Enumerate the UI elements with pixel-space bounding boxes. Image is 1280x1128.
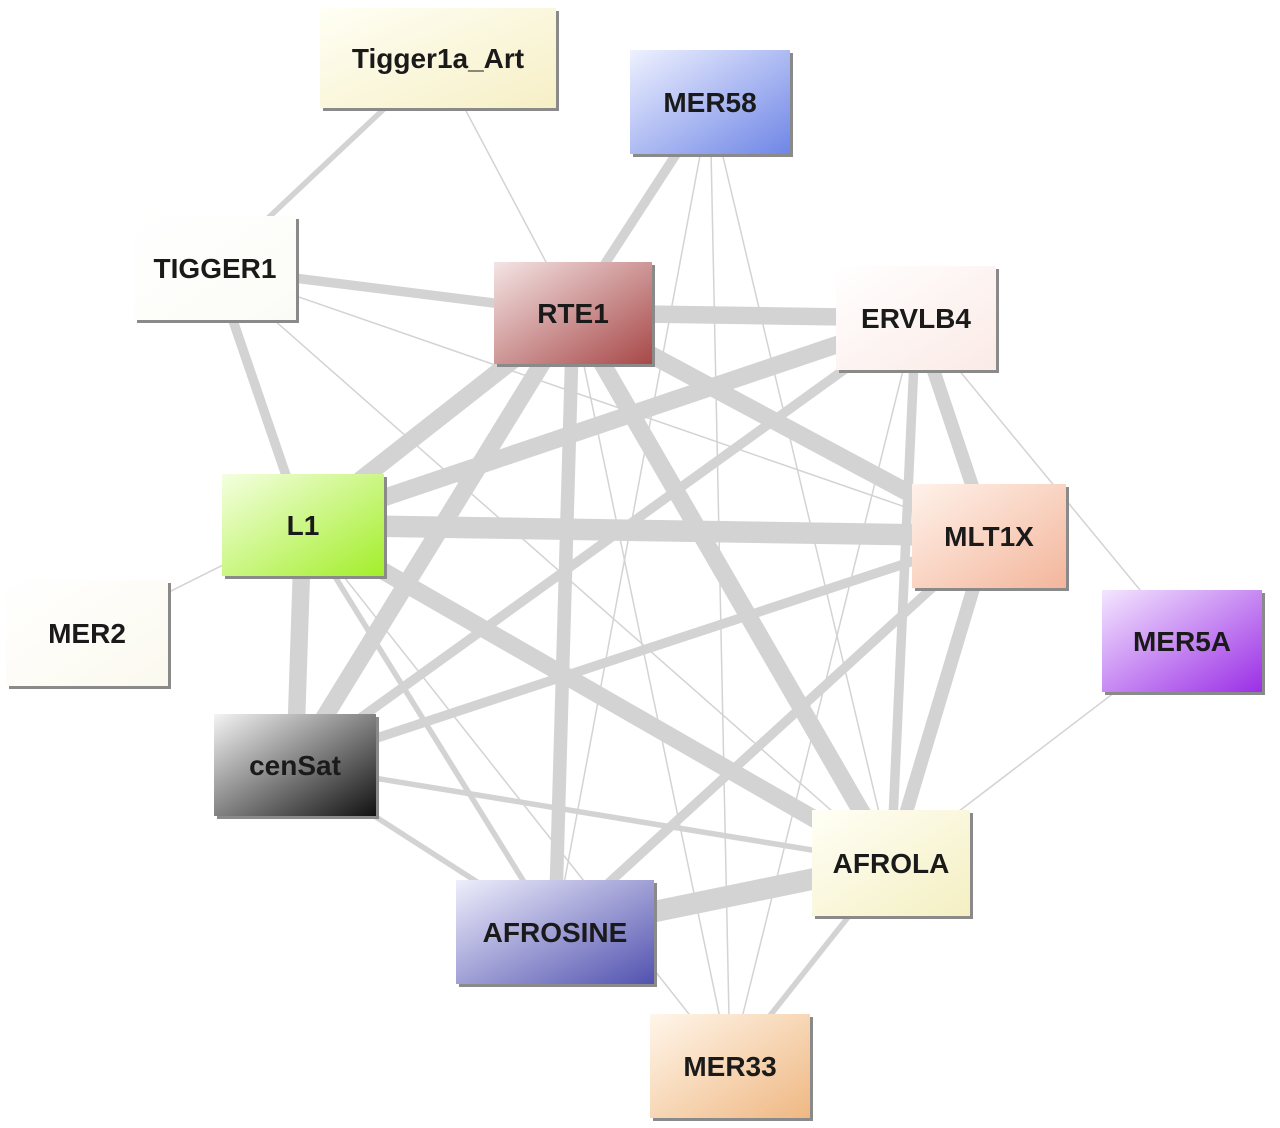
node-label: ERVLB4: [861, 303, 971, 334]
edge-rte1-mer33: [572, 312, 731, 1067]
edge-tigger1-mlt1x: [214, 267, 990, 537]
edge-rte1-afrola: [565, 308, 899, 868]
node-box[interactable]: [494, 262, 652, 364]
node-mer58[interactable]: MER58: [630, 50, 793, 157]
edge-rte1-censat: [287, 308, 581, 770]
edge-mlt1x-afrosine: [551, 532, 993, 936]
node-label: cenSat: [249, 750, 341, 781]
node-afrosine[interactable]: AFROSINE: [456, 880, 657, 987]
node-label: MER5A: [1133, 626, 1231, 657]
node-tigger1a-art[interactable]: Tigger1a_Art: [320, 8, 559, 111]
node-box[interactable]: [812, 810, 970, 916]
node-rte1[interactable]: RTE1: [494, 262, 655, 367]
edge-l1-afrola: [298, 517, 896, 871]
edge-tigger1-afrola: [214, 267, 892, 864]
node-box[interactable]: [1102, 590, 1262, 692]
edge-censat-afrola: [294, 762, 892, 866]
edge-mer58-afrola: [709, 101, 892, 864]
node-label: RTE1: [537, 298, 609, 329]
node-afrola[interactable]: AFROLA: [812, 810, 973, 919]
node-label: MLT1X: [944, 521, 1034, 552]
edge-l1-mlt1x: [302, 514, 990, 547]
node-box[interactable]: [214, 714, 376, 816]
node-box[interactable]: [456, 880, 654, 984]
node-label: MER33: [683, 1051, 776, 1082]
node-box[interactable]: [6, 580, 168, 686]
node-label: MER2: [48, 618, 126, 649]
node-ervlb4[interactable]: ERVLB4: [836, 266, 999, 373]
node-label: Tigger1a_Art: [352, 43, 524, 74]
edge-ervlb4-l1: [300, 309, 919, 534]
node-label: AFROLA: [833, 848, 950, 879]
node-box[interactable]: [630, 50, 790, 154]
node-box[interactable]: [134, 216, 296, 320]
node-box[interactable]: [650, 1014, 810, 1118]
node-mer2[interactable]: MER2: [6, 580, 171, 689]
node-box[interactable]: [836, 266, 996, 370]
node-mer33[interactable]: MER33: [650, 1014, 813, 1121]
edge-rte1-afrosine: [548, 312, 580, 933]
edge-l1-mer33: [302, 524, 731, 1067]
node-mer5a[interactable]: MER5A: [1102, 590, 1265, 695]
node-mlt1x[interactable]: MLT1X: [912, 484, 1069, 591]
edge-ervlb4-afrola: [886, 317, 921, 864]
edge-ervlb4-censat: [292, 314, 919, 769]
edge-l1-afrosine: [300, 523, 558, 934]
node-label: L1: [287, 510, 320, 541]
node-label: TIGGER1: [154, 253, 277, 284]
node-box[interactable]: [912, 484, 1066, 588]
node-box[interactable]: [320, 8, 556, 108]
node-censat[interactable]: cenSat: [214, 714, 379, 819]
edge-mlt1x-censat: [293, 531, 991, 770]
node-box[interactable]: [222, 474, 384, 576]
node-label: AFROSINE: [483, 917, 628, 948]
node-label: MER58: [663, 87, 756, 118]
node-l1[interactable]: L1: [222, 474, 387, 579]
node-tigger1[interactable]: TIGGER1: [134, 216, 299, 323]
